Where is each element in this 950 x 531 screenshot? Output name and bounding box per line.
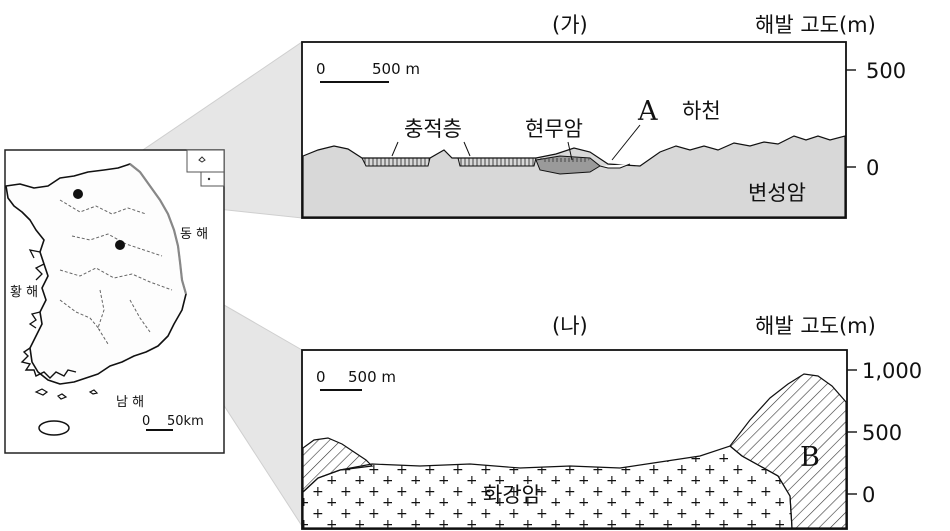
label-basalt: 현무암 [525,117,583,141]
map-inset-box [200,171,225,187]
panel-b: (나) 해발 고도(m) 화강암 B 0 500 m 1,000 500 0 [301,314,922,530]
peninsula-outline [5,163,187,385]
map-scale-zero: 0 [142,414,150,429]
panel-b-scale-value: 500 m [348,368,396,386]
korea-map: 동 해 황 해 남 해 0 50km [4,149,225,454]
panel-b-tick-mid-label: 500 [862,421,902,445]
jeju-island [38,420,70,436]
label-yellow-sea: 황 해 [10,285,38,300]
panel-b-tick-zero-label: 0 [862,483,875,507]
panel-b-title: (나) [552,314,588,338]
panel-a-tick-top-label: 500 [866,59,906,83]
left-hatched-rock [302,437,374,494]
sediment-leader-2 [463,141,471,157]
map-inset-box [186,149,225,173]
label-metamorphic: 변성암 [748,181,806,205]
map-scale-value: 50km [167,414,204,429]
river-a-leader [611,124,641,161]
alluvial-deposit [457,157,537,167]
label-sediment: 충적층 [404,117,462,141]
panel-a-scale-value: 500 m [372,60,420,78]
location-dot-b [115,240,125,250]
label-south-sea: 남 해 [116,395,144,410]
panel-a-title: (가) [552,13,588,37]
label-a-letter: A [637,96,658,127]
location-dot-a [73,189,83,199]
basalt-leader [567,141,573,161]
label-b-letter: B [800,442,820,473]
sediment-leader-1 [391,141,399,157]
panel-a-tick-zero-label: 0 [866,156,879,180]
rock-b-body [729,373,847,529]
label-granite: 화강암 [483,483,541,507]
river-a-channel [599,163,631,169]
panel-a-axis-title: 해발 고도(m) [755,13,876,37]
alluvial-deposit [361,157,431,167]
panel-b-tick-top-label: 1,000 [862,359,922,383]
panel-b-scale-zero: 0 [316,368,326,386]
label-river: 하천 [682,99,721,123]
panel-b-axis-title: 해발 고도(m) [755,314,876,338]
panel-a-scale-zero: 0 [316,60,326,78]
panel-a: (가) 해발 고도(m) 충적층 현무암 A 하천 변성암 0 500 m 50… [301,13,906,219]
label-east-sea: 동 해 [180,227,208,242]
province-boundaries [59,199,173,345]
